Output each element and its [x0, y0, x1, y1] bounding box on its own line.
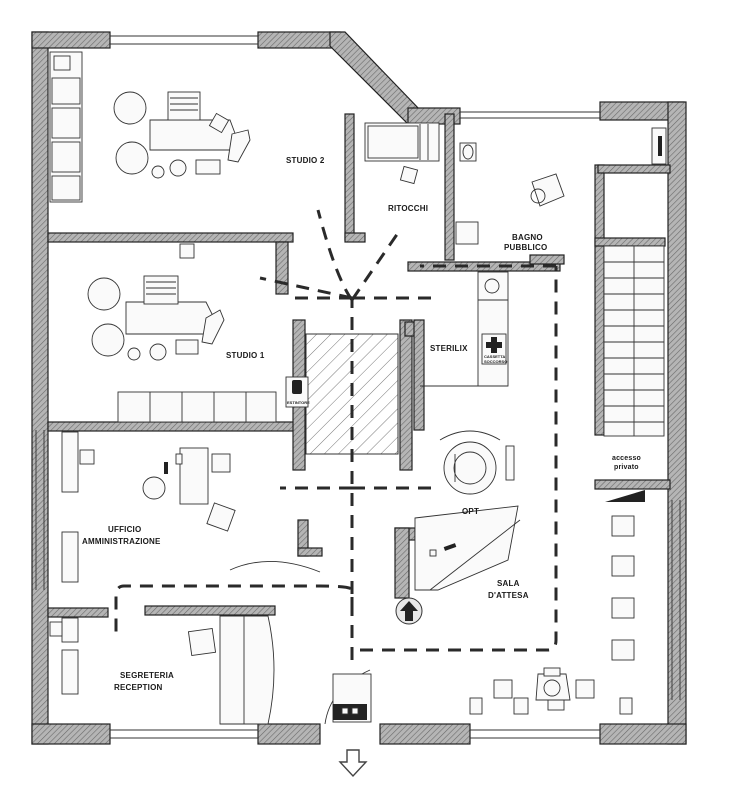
bagno-room: BAGNO PUBBLICO: [455, 127, 667, 252]
accesso-label-line2: privato: [614, 464, 639, 471]
first-aid-sign: CASSETTA SOCCORSO: [481, 333, 507, 365]
sala-label-line2: D'ATTESA: [488, 591, 529, 600]
sala-label-line1: SALA: [497, 579, 520, 588]
reception-room: SEGRETERIA RECEPTION: [49, 615, 275, 725]
ritocchi-room: RITOCCHI: [364, 122, 440, 213]
accesso-label-line1: accesso: [612, 455, 641, 462]
ufficio-room: UFFICIO AMMINISTRAZIONE: [61, 431, 321, 583]
sala-attesa-room: SALA D'ATTESA: [324, 515, 635, 725]
bagno-label-line1: BAGNO: [512, 233, 543, 242]
dental-chair-studio2: [113, 91, 251, 179]
dental-chair-studio1: [87, 243, 225, 361]
bagno-label-line2: PUBBLICO: [504, 243, 547, 252]
ritocchi-label: RITOCCHI: [388, 204, 428, 213]
sterilix-room: STERILIX CASSETTA SOCCORSO: [420, 271, 509, 387]
opt-label: OPT: [462, 507, 479, 516]
first-aid-cross-icon: [486, 337, 502, 353]
staircase: accesso privato: [603, 245, 665, 471]
sterilix-label: STERILIX: [430, 344, 468, 353]
estintore-label: ESTINTORE: [287, 400, 310, 405]
segreteria-label-line1: SEGRETERIA: [120, 671, 174, 680]
opt-room: OPT: [414, 430, 521, 591]
cassetta-label-line2: SOCCORSO: [484, 359, 507, 364]
studio2-room: STUDIO 2: [49, 51, 325, 203]
fire-extinguisher-sign: ESTINTORE: [285, 376, 310, 408]
evacuation-route: [114, 209, 558, 660]
ufficio-label-line1: UFFICIO: [108, 525, 141, 534]
studio1-label: STUDIO 1: [226, 351, 265, 360]
studio2-label: STUDIO 2: [286, 156, 325, 165]
down-arrow-icon: [338, 749, 368, 778]
studio1-room: STUDIO 1: [87, 243, 277, 423]
segreteria-label-line2: RECEPTION: [114, 683, 162, 692]
up-arrow-icon: [395, 597, 423, 625]
fire-extinguisher-icon: [292, 380, 302, 394]
cassetta-label-line1: CASSETTA: [484, 354, 505, 359]
ufficio-label-line2: AMMINISTRAZIONE: [82, 537, 161, 546]
